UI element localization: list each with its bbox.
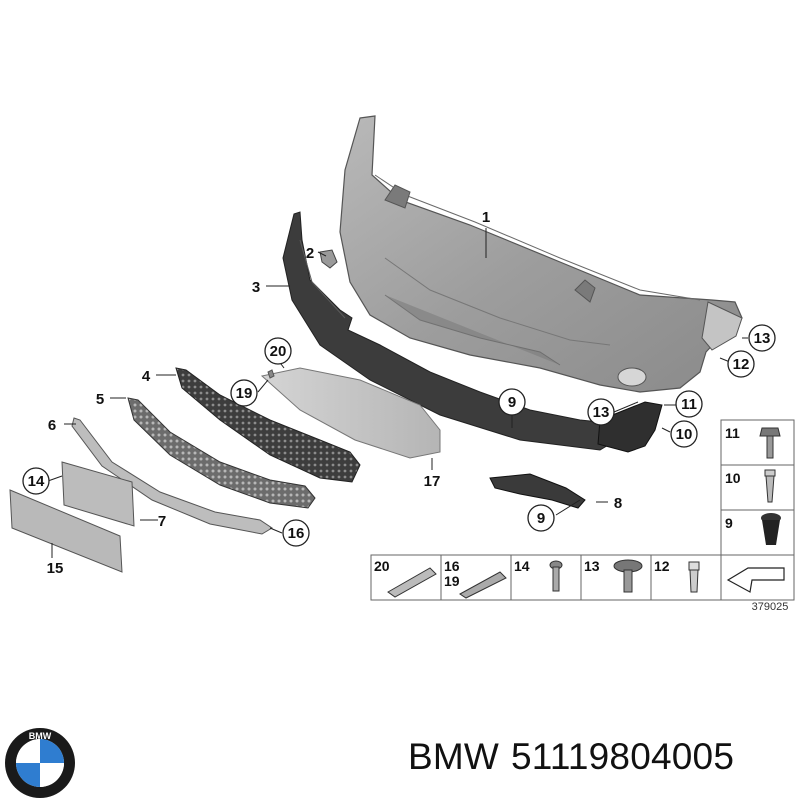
callout-13a: 13: [593, 404, 610, 421]
diagram-ref-number: 379025: [752, 601, 789, 613]
push-pin-icon: [688, 561, 700, 593]
legend-item-19: 19: [444, 573, 460, 589]
legend-item-20: 20: [374, 558, 390, 574]
callout-10: 10: [676, 426, 693, 443]
callout-6: 6: [48, 417, 56, 434]
callout-16: 16: [288, 525, 305, 542]
callout-17: 17: [424, 473, 441, 490]
arrow-icon: [726, 567, 785, 593]
circled-callouts: [22, 324, 776, 547]
legend-item-12: 12: [654, 558, 670, 574]
washer-screw-icon: [613, 559, 643, 593]
air-guide-part-8: [489, 473, 586, 509]
caption: BMW 51119804005: [408, 736, 746, 778]
callout-5: 5: [96, 391, 104, 408]
screw-long-icon: [549, 560, 563, 592]
legend-bottom: 20 16 19 14 13 12: [370, 554, 795, 601]
pin-icon: [764, 469, 776, 503]
clip-part-2: [319, 249, 338, 269]
callout-3: 3: [252, 279, 260, 296]
callout-8: 8: [614, 495, 622, 512]
legend-item-11: 11: [725, 425, 740, 441]
lower-spoiler-part: [282, 211, 631, 451]
logo-letters: BMW: [29, 731, 52, 741]
grille-part-4: [175, 367, 361, 483]
callout-4: 4: [142, 368, 151, 385]
callout-9a: 9: [508, 394, 516, 411]
brand-name: BMW: [408, 736, 500, 777]
grille-part-5: [127, 397, 316, 509]
callout-2: 2: [306, 245, 314, 262]
license-plate-base-part-15: [9, 489, 123, 573]
callout-15: 15: [47, 560, 64, 577]
leader-lines: [47, 228, 748, 558]
license-plate-holder-part-7: [61, 461, 135, 527]
legend-right: 11 10 9: [720, 419, 795, 556]
callout-13b: 13: [754, 330, 771, 347]
legend-item-9: 9: [725, 515, 733, 531]
callout-12: 12: [733, 356, 750, 373]
clip-bracket-icon: [387, 567, 437, 598]
callout-1: 1: [482, 209, 490, 226]
trim-strip-part-6: [71, 417, 273, 535]
guide-panel-part-17: [260, 367, 441, 459]
rivet-icon: [761, 513, 781, 545]
callout-7: 7: [158, 513, 166, 530]
bracket-strip-icon: [459, 571, 507, 599]
callout-19: 19: [236, 385, 253, 402]
legend-item-14: 14: [514, 558, 530, 574]
part-number: 51119804005: [511, 736, 735, 777]
callout-14: 14: [28, 473, 45, 490]
legend-item-16: 16: [444, 558, 460, 574]
callout-20: 20: [270, 343, 287, 360]
bmw-logo-icon: BMW: [5, 728, 75, 798]
callout-11: 11: [681, 396, 697, 413]
bumper-cover-part: [339, 115, 743, 393]
callout-9b: 9: [537, 510, 545, 527]
legend-item-10: 10: [725, 470, 741, 486]
legend-item-13: 13: [584, 558, 600, 574]
screw-icon: [759, 427, 781, 459]
